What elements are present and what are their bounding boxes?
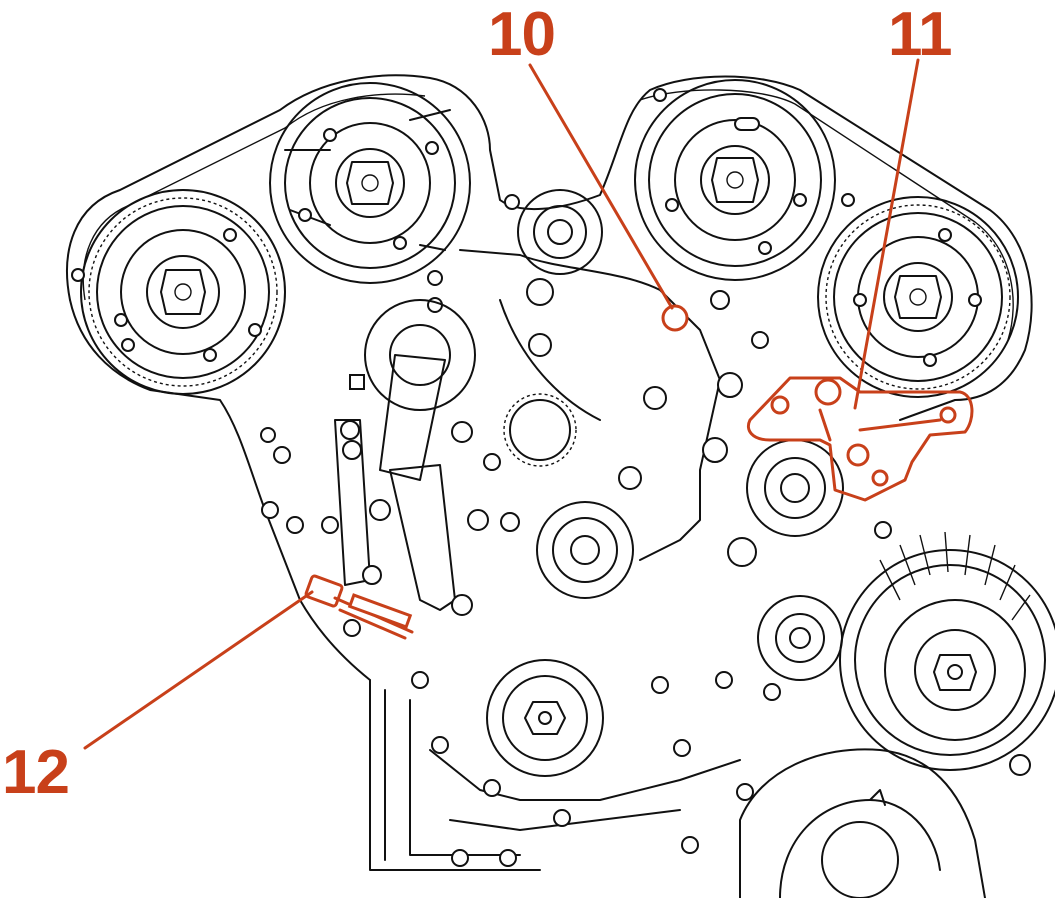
- lower-block: [71, 88, 855, 867]
- right-intake-cam-sprocket: [634, 79, 836, 281]
- crank-damper: [739, 748, 986, 898]
- alternator: [839, 521, 1055, 776]
- part-12-pin: [304, 574, 414, 640]
- crankshaft-sprocket: [503, 393, 634, 599]
- leader-lines: [83, 58, 920, 750]
- upper-idler-pulley: [517, 189, 603, 275]
- leader-11: [853, 58, 920, 410]
- leader-10: [528, 63, 674, 310]
- callout-11: 11: [888, 0, 953, 69]
- crankshaft-pulley-lower: [486, 659, 604, 777]
- tensioner-assembly: [321, 299, 520, 616]
- leader-12: [83, 590, 314, 750]
- accessory-idler-lower: [715, 537, 843, 701]
- left-intake-cam-sprocket: [269, 82, 471, 284]
- left-exhaust-cam-sprocket: [80, 189, 286, 395]
- right-exhaust-cam-sprocket: [817, 196, 1019, 398]
- callout-12: 12: [2, 738, 70, 807]
- part-10-bolt: [661, 304, 689, 332]
- center-housing: [427, 249, 769, 561]
- callout-10: 10: [488, 0, 556, 69]
- accessory-idler-upper: [746, 439, 844, 537]
- part-11-bracket: [746, 376, 974, 502]
